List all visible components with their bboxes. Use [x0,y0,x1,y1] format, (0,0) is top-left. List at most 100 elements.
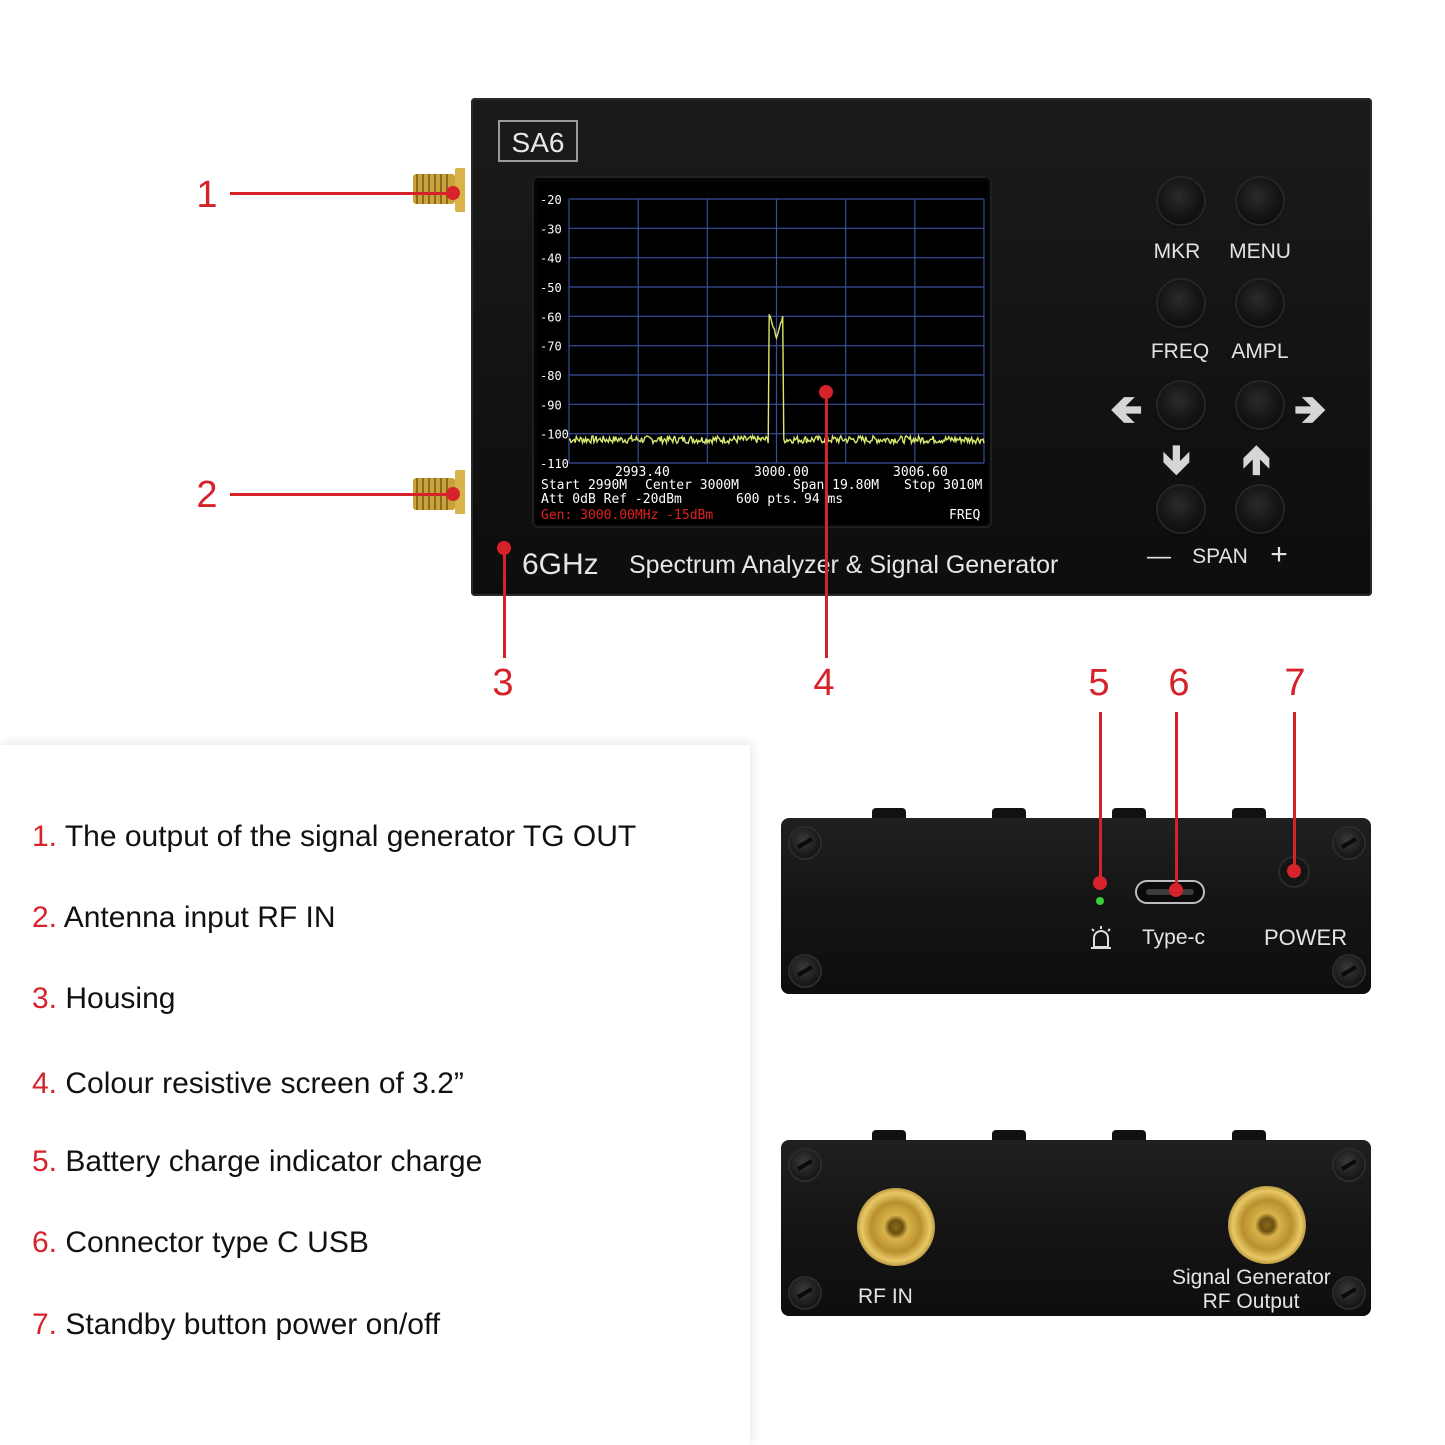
button-nub [1112,808,1146,820]
menu-button[interactable] [1237,178,1283,224]
span-label: SPAN [1192,545,1248,568]
screw-icon [790,1278,820,1308]
stop-freq: Stop 3010M [904,478,982,493]
y-tick-label: -70 [540,340,562,354]
callout-line [825,392,828,658]
screw-icon [790,828,820,858]
callout-dot [1169,883,1183,897]
plus-icon: + [1270,538,1288,571]
spectrum-screen: -20 -30 -40 -50 -60 -70 -80 -90 -100 -110 2993.40… [537,182,987,524]
arrow-right-icon: 🡺 [1294,388,1327,432]
callout-6: 6 [1168,662,1190,704]
generator-status: Gen: 3000.00MHz -15dBm [541,508,713,523]
freq-label: FREQ [1150,340,1210,363]
freq-button[interactable] [1158,280,1204,326]
span-value: Span 19.80M [793,478,879,493]
typec-label: Type-c [1142,926,1206,949]
callout-line [230,493,452,496]
button-nub [872,808,906,820]
att-ref: Att 0dB Ref -20dBm [541,492,682,507]
model-logo: SA6 [498,120,578,162]
y-tick-label: -20 [540,193,562,207]
y-tick-label: -80 [540,369,562,383]
legend-item: 7. Standby button power on/off [32,1308,441,1341]
button-nub [992,808,1026,820]
callout-4: 4 [813,662,835,704]
y-tick-label: -110 [540,457,569,471]
y-tick-label: -100 [540,428,569,442]
minus-icon: — [1147,543,1171,570]
right-button[interactable] [1237,382,1283,428]
x-tick-label: 3000.00 [754,465,809,480]
y-tick-label: -60 [540,310,562,324]
left-button[interactable] [1158,382,1204,428]
callout-1: 1 [196,174,218,216]
screw-icon [1334,956,1364,986]
brand-label: 6GHz [522,548,599,581]
callout-5: 5 [1088,662,1110,704]
button-nub [1232,1130,1266,1142]
legend-item: 3. Housing [32,982,176,1015]
callout-2: 2 [196,474,218,516]
y-tick-label: -90 [540,398,562,412]
button-nub [1112,1130,1146,1142]
ampl-label: AMPL [1231,340,1289,363]
sg-label-line2: RF Output [1202,1290,1300,1313]
spectrum-plot: -20 -30 -40 -50 -60 -70 -80 -90 -100 -110 2993.40… [540,193,985,523]
callout-line [1175,712,1178,887]
x-tick-label: 3006.60 [893,465,948,480]
mkr-label: MKR [1153,240,1201,263]
plot-grid [568,198,985,464]
rf-in-sma-icon [857,1188,935,1266]
screw-icon [790,1150,820,1180]
ampl-button[interactable] [1237,280,1283,326]
button-nub [992,1130,1026,1142]
screw-icon [790,956,820,986]
span-plus-button[interactable] [1237,486,1283,532]
callout-dot [1287,864,1301,878]
screw-icon [1334,828,1364,858]
sg-label-line1: Signal Generator [1172,1266,1331,1289]
start-freq: Start 2990M [541,478,627,493]
top-side-panel [781,818,1371,994]
legend-panel [0,745,750,1445]
rf-in-label: RF IN [858,1285,913,1308]
callout-dot [1093,876,1107,890]
callout-dot [446,487,460,501]
callout-line [503,548,506,658]
callout-3: 3 [492,662,514,704]
y-tick-label: -50 [540,281,562,295]
arrow-left-icon: 🡸 [1110,388,1143,432]
sweep-time: 94 ms [804,492,843,507]
screw-icon [1334,1150,1364,1180]
power-label: POWER [1264,925,1348,950]
callout-dot [446,186,460,200]
callout-line [230,192,452,195]
spectrum-trace [568,314,985,447]
y-tick-label: -40 [540,252,562,266]
center-freq: Center 3000M [645,478,739,493]
y-tick-label: -30 [540,222,562,236]
legend-item: 2. Antenna input RF IN [32,901,336,934]
tg-out-connector-icon [413,168,465,212]
charge-led [1096,897,1104,905]
legend-item: 4. Colour resistive screen of 3.2” [32,1067,464,1100]
button-nub [872,1130,906,1142]
legend-item: 5. Battery charge indicator charge [32,1145,483,1178]
callout-line [1099,712,1102,882]
x-tick-label: 2993.40 [615,465,670,480]
rf-out-sma-icon [1228,1186,1306,1264]
legend-item: 6. Connector type C USB [32,1226,369,1259]
callout-line [1293,712,1296,870]
callout-7: 7 [1284,662,1306,704]
points: 600 pts. [736,492,799,507]
arrow-up-icon: 🡹 [1242,438,1271,482]
screw-icon [1334,1278,1364,1308]
menu-label: MENU [1229,240,1291,263]
span-minus-button[interactable] [1158,486,1204,532]
button-nub [1232,808,1266,820]
arrow-down-icon: 🡻 [1162,438,1191,482]
alarm-icon [1091,926,1111,949]
mkr-button[interactable] [1158,178,1204,224]
legend-item: 1. The output of the signal generator TG… [32,820,637,853]
